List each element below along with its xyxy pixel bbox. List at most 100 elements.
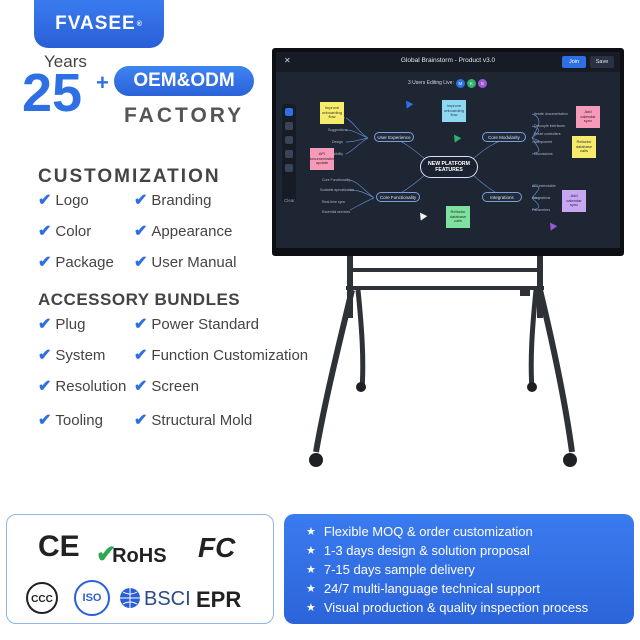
check-icon: ✔ — [38, 378, 52, 395]
sticky-note[interactable]: Refactor database calls — [572, 136, 596, 158]
leaf-node[interactable]: Decouple interfaces — [534, 124, 565, 128]
item-label: Color — [55, 222, 92, 240]
branch-node[interactable]: Core Functionality — [376, 192, 420, 202]
leaf-node[interactable]: Suggestions — [328, 128, 348, 132]
rohs-logo: ✔RoHS — [96, 540, 167, 569]
leaf-node[interactable]: Iterate documentation — [534, 112, 568, 116]
eraser-tool-icon[interactable] — [285, 136, 293, 144]
branch-node[interactable]: Integrations — [482, 192, 522, 202]
sticky-note[interactable]: Add calendar sync — [576, 106, 600, 128]
leaf-node[interactable]: Component — [534, 140, 553, 144]
user-avatar[interactable]: S — [477, 78, 487, 88]
features-panel — [284, 514, 634, 624]
caster-wheel — [309, 453, 323, 467]
feature-item: ★24/7 multi-language technical support — [306, 581, 540, 596]
feature-label: 7-15 days sample delivery — [323, 562, 475, 577]
star-icon: ★ — [306, 602, 316, 614]
check-icon: ✔ — [134, 378, 148, 395]
oem-odm-badge: OEM&ODM — [114, 66, 254, 96]
pen-tool-icon[interactable] — [285, 108, 293, 116]
central-node[interactable]: NEW PLATFORM FEATURES — [420, 156, 478, 178]
epr-logo: EPR — [196, 587, 242, 612]
leaf-node[interactable]: Scalable aprcatization — [320, 188, 355, 192]
sticky-note[interactable]: Refactor database calls — [446, 206, 470, 228]
customization-title: CUSTOMIZATION — [38, 166, 221, 187]
star-icon: ★ — [306, 526, 316, 538]
item-label: Logo — [55, 191, 89, 209]
check-icon: ✔ — [38, 192, 52, 209]
sticky-note[interactable]: Improve onboarding flow — [320, 102, 344, 124]
save-button[interactable]: Save — [590, 56, 614, 68]
live-users: 3 Users Editing Live: M K S — [408, 77, 487, 89]
item-label: Structural Mold — [151, 411, 253, 429]
accessory-item-plug: ✔Plug — [38, 314, 85, 334]
shape-tool-icon[interactable] — [285, 164, 293, 172]
leaf-node[interactable]: Route controllers — [534, 132, 561, 136]
stand-bracket — [520, 286, 530, 296]
user-avatar[interactable]: K — [466, 78, 476, 88]
star-icon: ★ — [306, 583, 316, 595]
leaf-node[interactable]: Parameters — [532, 208, 551, 212]
feature-label: Flexible MOQ & order customization — [323, 524, 533, 539]
item-label: Resolution — [55, 377, 127, 395]
accessory-item-structural-mold: ✔Structural Mold — [134, 410, 252, 430]
item-label: Appearance — [151, 222, 233, 240]
leaf-node[interactable]: Design — [332, 140, 343, 144]
brand-logo: FVASEE® — [34, 0, 164, 48]
branch-node[interactable]: Core Modularity — [482, 132, 526, 142]
check-icon: ✔ — [134, 192, 148, 209]
customization-item-user-manual: ✔User Manual — [134, 252, 236, 272]
whiteboard-screen: ✕ Global Brainstorm - Product v3.0 Join … — [276, 52, 620, 248]
leaf-node[interactable]: Core Functionality — [322, 178, 351, 182]
feature-label: Visual production & quality inspection p… — [323, 600, 589, 615]
star-icon: ★ — [306, 564, 316, 576]
accessory-item-screen: ✔Screen — [134, 376, 199, 396]
bsci-globe-icon — [120, 588, 140, 608]
check-icon: ✔ — [134, 316, 148, 333]
marker-tool-icon[interactable] — [285, 122, 293, 130]
bsci-logo: BSCI — [144, 588, 191, 610]
accessory-item-system: ✔System — [38, 345, 105, 365]
item-label: Plug — [55, 315, 86, 333]
brush-tool-icon[interactable] — [285, 150, 293, 158]
stand-legs — [313, 289, 575, 453]
accessory-title: ACCESSORY BUNDLES — [38, 290, 241, 309]
leaf-node[interactable]: Essential services — [322, 210, 351, 214]
caster-wheel — [356, 382, 366, 392]
leaf-node[interactable]: API extendable — [532, 184, 556, 188]
clear-button[interactable]: Clear — [284, 198, 295, 203]
check-icon: ✔ — [38, 347, 52, 364]
leaf-node[interactable]: Integrations — [532, 196, 551, 200]
check-icon: ✔ — [134, 223, 148, 240]
caster-wheel — [563, 453, 577, 467]
registered-mark: ® — [136, 20, 143, 28]
join-button[interactable]: Join — [562, 56, 586, 68]
check-icon: ✔ — [134, 347, 148, 364]
feature-item: ★ Visual production & quality inspection … — [306, 600, 588, 615]
branch-node[interactable]: User Experience — [374, 132, 414, 142]
feature-label: 1-3 days design & solution proposal — [323, 543, 530, 558]
stand-shelf — [350, 268, 542, 272]
feature-item: ★ 7-15 days sample delivery — [306, 562, 475, 577]
item-label: System — [55, 346, 106, 364]
factory-label: FACTORY — [124, 104, 245, 127]
sticky-note[interactable]: Improve onboarding flow — [442, 100, 466, 122]
sticky-note[interactable]: API documentation update — [309, 148, 335, 170]
check-icon: ✔ — [38, 223, 52, 240]
check-icon: ✔ — [38, 412, 52, 429]
rohs-text: RoHS — [112, 545, 167, 567]
leaf-node[interactable]: Real-time sync — [322, 200, 346, 204]
user-avatar[interactable]: M — [455, 78, 465, 88]
accessory-item-tooling: ✔Tooling — [38, 410, 103, 430]
years-plus: + — [96, 70, 109, 95]
caster-wheel — [527, 382, 537, 392]
close-icon[interactable]: ✕ — [284, 56, 291, 65]
accessory-item-function-customization: ✔Function Customization — [134, 345, 308, 365]
leaf-node[interactable]: Discussions — [534, 152, 553, 156]
customization-item-color: ✔Color — [38, 221, 91, 241]
check-icon: ✔ — [38, 316, 52, 333]
feature-item: ★ Flexible MOQ & order customization — [306, 524, 533, 539]
customization-item-logo: ✔Logo — [38, 190, 89, 210]
sticky-note[interactable]: Add calendar sync — [562, 190, 586, 212]
svg-text:CCC: CCC — [31, 594, 53, 605]
